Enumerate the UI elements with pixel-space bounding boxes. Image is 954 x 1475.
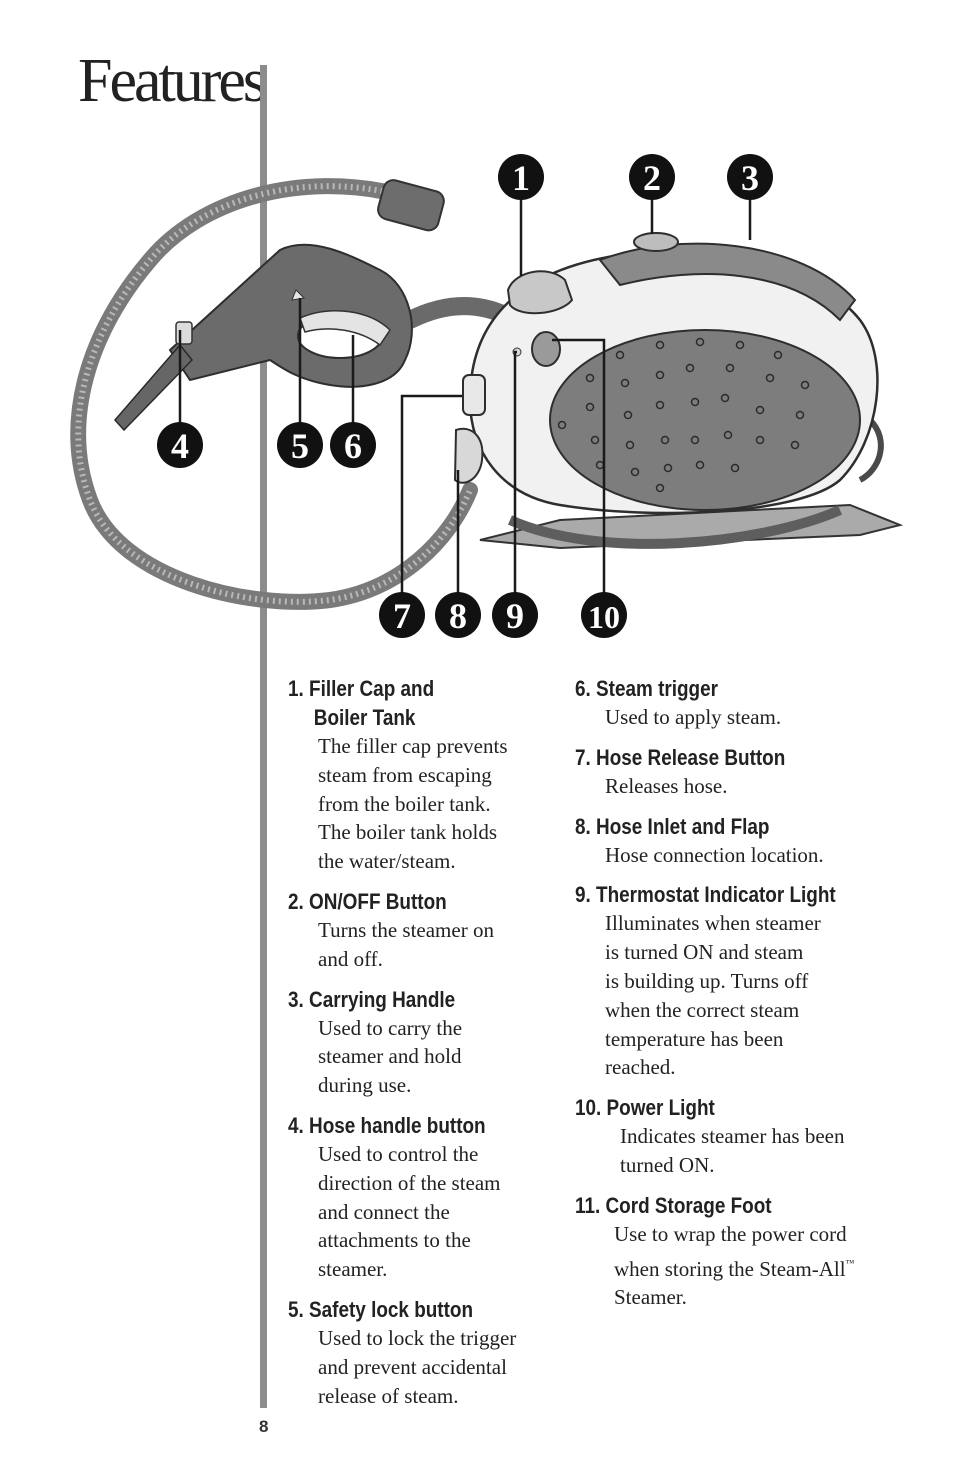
svg-text:10: 10 <box>588 599 620 635</box>
feature-description: Hose connection location. <box>605 842 824 867</box>
feature-item: 3. Carrying Handle Used to carry the ste… <box>288 985 578 1100</box>
callout-1: 1 <box>498 154 544 200</box>
feature-title: 9. Thermostat Indicator Light <box>575 882 836 908</box>
feature-description: Used to apply steam. <box>605 705 782 729</box>
feature-item: 7. Hose Release Button Releases hose. <box>575 743 865 801</box>
feature-description-line: when storing the Steam-All™ <box>614 1249 865 1284</box>
filler-cap <box>506 270 574 315</box>
handle-button <box>175 321 193 345</box>
feature-title: 3. Carrying Handle <box>288 986 456 1012</box>
svg-text:6: 6 <box>344 426 362 466</box>
side-panel-dots <box>557 337 810 493</box>
steam-trigger <box>299 310 391 347</box>
feature-title: 6. Steam trigger <box>575 676 719 701</box>
feature-item: 9. Thermostat Indicator Light Illuminate… <box>575 880 865 1082</box>
features-column-right: 6. Steam trigger Used to apply steam. 7.… <box>575 674 865 1323</box>
feature-title: 8. Hose Inlet and Flap <box>575 813 770 839</box>
feature-title: 10. Power Light <box>575 1095 715 1121</box>
callout-6: 6 <box>330 422 376 468</box>
steamer-illustration: 1 2 3 4 5 6 7 8 9 10 <box>70 154 904 638</box>
feature-description-line: Use to wrap the power cord <box>614 1221 847 1246</box>
svg-text:9: 9 <box>506 596 524 636</box>
feature-title: 1. Filler Cap and <box>288 676 435 701</box>
trademark-symbol: ™ <box>845 1257 855 1268</box>
on-off-button <box>633 232 679 252</box>
feature-title: 5. Safety lock button <box>288 1296 474 1322</box>
svg-text:3: 3 <box>741 158 759 198</box>
hose-nozzle <box>377 179 445 232</box>
power-cord <box>507 505 843 549</box>
feature-description: Releases hose. <box>605 773 728 798</box>
feature-title: 4. Hose handle button <box>288 1112 486 1138</box>
callout-7: 7 <box>379 592 425 638</box>
feature-item: 11. Cord Storage Foot Use to wrap the po… <box>575 1191 865 1312</box>
carrying-handle <box>598 242 857 322</box>
feature-description: Turns the steamer on and off. <box>318 917 494 971</box>
leader-line-10 <box>552 338 606 595</box>
feature-item: 1. Filler Cap and Boiler Tank The filler… <box>288 674 578 876</box>
vertical-rule <box>260 65 267 1408</box>
feature-description: Used to carry the steamer and hold durin… <box>318 1015 463 1098</box>
feature-item: 5. Safety lock button Used to lock the t… <box>288 1295 578 1410</box>
feature-description: The filler cap prevents steam from escap… <box>318 734 508 874</box>
power-light <box>531 331 561 367</box>
svg-text:5: 5 <box>291 426 309 466</box>
feature-title: 11. Cord Storage Foot <box>575 1192 772 1218</box>
page-number: 8 <box>259 1417 269 1436</box>
hose-handle <box>168 243 413 388</box>
feature-title-continued: Boiler Tank <box>313 705 416 730</box>
feature-description: Use to wrap the power cord when storing … <box>575 1220 865 1312</box>
feature-item: 10. Power Light Indicates steamer has be… <box>575 1093 865 1180</box>
feature-item: 6. Steam trigger Used to apply steam. <box>575 674 865 732</box>
svg-text:2: 2 <box>643 158 661 198</box>
hose-release-button <box>462 374 486 416</box>
feature-title: 2. ON/OFF Button <box>288 888 447 914</box>
feature-description: Indicates steamer has been turned ON. <box>620 1124 845 1177</box>
feature-description: Illuminates when steamer is turned ON an… <box>605 911 821 1080</box>
leader-line-7 <box>400 394 462 595</box>
callout-5: 5 <box>277 422 323 468</box>
features-column-left: 1. Filler Cap and Boiler Tank The filler… <box>288 674 578 1421</box>
svg-text:4: 4 <box>171 426 189 466</box>
page-title: Features <box>78 47 267 115</box>
feature-description-text: when storing the Steam-All <box>614 1256 846 1281</box>
hose-inlet-flap <box>453 427 484 484</box>
feature-item: 8. Hose Inlet and Flap Hose connection l… <box>575 812 865 870</box>
callout-2: 2 <box>629 154 675 200</box>
feature-item: 4. Hose handle button Used to control th… <box>288 1111 578 1284</box>
feature-description: Used to control the direction of the ste… <box>318 1141 501 1282</box>
feature-description-line: Steamer. <box>614 1285 687 1310</box>
callout-4: 4 <box>157 422 203 468</box>
leader-line-9 <box>513 350 517 595</box>
callout-9: 9 <box>492 592 538 638</box>
callout-8: 8 <box>435 592 481 638</box>
side-panel <box>549 329 861 511</box>
svg-text:8: 8 <box>449 596 467 636</box>
feature-title: 7. Hose Release Button <box>575 744 786 770</box>
callout-3: 3 <box>727 154 773 200</box>
feature-item: 2. ON/OFF Button Turns the steamer on an… <box>288 887 578 974</box>
callout-10: 10 <box>581 592 627 638</box>
feature-description: Used to lock the trigger and prevent acc… <box>318 1325 517 1408</box>
svg-text:1: 1 <box>512 158 530 198</box>
svg-text:7: 7 <box>393 596 411 636</box>
wand-tip <box>113 343 193 432</box>
safety-lock-button <box>291 289 306 301</box>
